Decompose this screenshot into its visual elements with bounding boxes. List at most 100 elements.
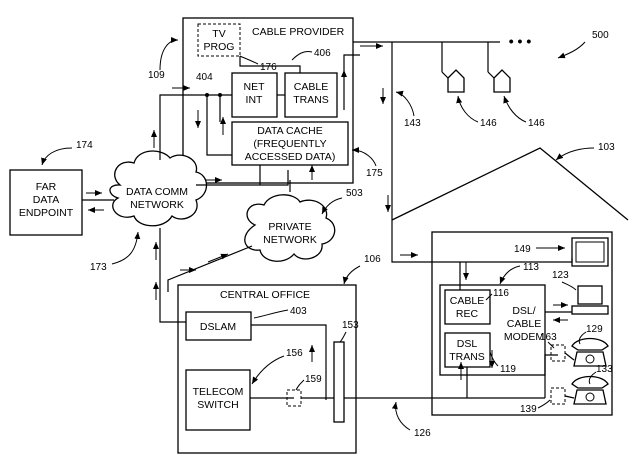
data-comm-cloud bbox=[109, 150, 208, 227]
data-cache-box bbox=[231, 121, 349, 166]
dslam-label: DSLAM bbox=[200, 321, 236, 333]
dsl-trans-label-2: TRANS bbox=[449, 351, 485, 363]
ref-406: 406 bbox=[314, 48, 331, 59]
phone-handset-icon bbox=[571, 375, 609, 389]
computer-keyboard-icon bbox=[571, 305, 609, 315]
ref-163: 163 bbox=[540, 332, 557, 343]
reference-numerals: 500 109 176 406 404 174 173 175 143 146 … bbox=[41, 30, 615, 439]
private-network: PRIVATE NETWORK bbox=[244, 194, 336, 262]
ref-123: 123 bbox=[552, 270, 569, 281]
ref-146a: 146 bbox=[480, 118, 497, 129]
leader-129 bbox=[578, 331, 587, 345]
ref-174: 174 bbox=[76, 140, 93, 151]
phone-branch-line bbox=[544, 354, 558, 398]
cable-provider-box bbox=[182, 17, 354, 184]
leader-146a bbox=[456, 95, 479, 123]
ref-159: 159 bbox=[305, 374, 322, 385]
ref-109: 109 bbox=[148, 70, 165, 81]
phone-133-cord bbox=[564, 395, 575, 399]
phone-129 bbox=[571, 337, 609, 367]
tv-prog-label-1: TV bbox=[212, 28, 225, 40]
leader-175 bbox=[351, 147, 377, 167]
arrow-right bbox=[207, 253, 229, 263]
ref-149: 149 bbox=[514, 244, 531, 255]
telecom-label-1: TELECOM bbox=[193, 386, 244, 398]
dsl-trans-label-1: DSL bbox=[457, 338, 478, 350]
net-int-label-2: INT bbox=[246, 94, 264, 106]
central-office-title: CENTRAL OFFICE bbox=[220, 289, 310, 301]
modem-label-2: CABLE bbox=[507, 318, 541, 330]
ref-113: 113 bbox=[523, 262, 539, 273]
leader-159 bbox=[295, 379, 305, 391]
leader-406 bbox=[291, 51, 313, 61]
data-comm-network: DATA COMM NETWORK bbox=[109, 150, 208, 227]
far-endpoint-label-3: ENDPOINT bbox=[19, 207, 74, 219]
phone-dial-icon bbox=[585, 354, 595, 364]
net-to-cache-link bbox=[196, 165, 289, 186]
phone-dial-icon bbox=[585, 392, 595, 402]
private-label-1: PRIVATE bbox=[268, 221, 311, 233]
modem-box bbox=[439, 284, 546, 376]
leader-109 bbox=[159, 37, 179, 71]
leader-503 bbox=[321, 197, 343, 215]
ref-175: 175 bbox=[366, 168, 383, 179]
ref-503: 503 bbox=[346, 188, 363, 199]
computer-monitor-icon bbox=[577, 285, 603, 305]
ref-404: 404 bbox=[196, 72, 213, 83]
tv-prog-label-2: PROG bbox=[204, 41, 235, 53]
leader-156 bbox=[251, 355, 285, 385]
home-roof bbox=[391, 147, 629, 221]
cable-drop-line bbox=[391, 42, 432, 263]
dslam-to-splitter-line bbox=[251, 324, 327, 400]
ref-146b: 146 bbox=[528, 118, 545, 129]
cable-feed-line bbox=[432, 261, 461, 290]
phone-icon bbox=[573, 389, 607, 405]
private-label-2: NETWORK bbox=[263, 234, 317, 246]
tv-screen bbox=[575, 241, 605, 263]
leader-133 bbox=[588, 371, 597, 385]
ref-116: 116 bbox=[493, 288, 509, 299]
ref-143: 143 bbox=[404, 118, 421, 129]
cable-rec-box bbox=[444, 289, 491, 325]
net-int-label-1: NET bbox=[244, 81, 266, 93]
cabletrans-out-line bbox=[343, 54, 360, 110]
ref-153: 153 bbox=[342, 320, 359, 331]
far-data-endpoint-box bbox=[9, 169, 83, 236]
splitter-153 bbox=[333, 341, 345, 423]
continuation-ellipsis: • • • bbox=[509, 33, 532, 49]
data-comm-label-1: DATA COMM bbox=[126, 186, 188, 198]
data-comm-label-2: NETWORK bbox=[130, 199, 184, 211]
leader-116 bbox=[485, 293, 493, 301]
leader-173 bbox=[111, 231, 141, 265]
home: DSL/ CABLE MODEM CABLE REC DSL TRANS bbox=[391, 147, 629, 416]
telecom-switch-box bbox=[185, 369, 251, 431]
house-feed-line bbox=[441, 71, 449, 79]
net-to-netint-link bbox=[159, 94, 207, 160]
cable-rec-label-1: CABLE bbox=[450, 295, 484, 307]
data-cache-label-2: (FREQUENTLY bbox=[253, 138, 326, 150]
data-cache-label-3: ACCESSED DATA) bbox=[245, 151, 336, 163]
leader-119 bbox=[489, 351, 499, 367]
ref-133: 133 bbox=[596, 364, 613, 375]
ref-156: 156 bbox=[286, 348, 303, 359]
ref-119: 119 bbox=[500, 364, 516, 375]
far-endpoint-label-2: DATA bbox=[33, 194, 59, 206]
tvprog-to-cabletrans-line bbox=[239, 56, 301, 73]
neighbor-house-1 bbox=[441, 42, 465, 93]
leader-153 bbox=[339, 331, 347, 343]
leader-123 bbox=[561, 281, 577, 291]
cable-provider: CABLE PROVIDER TV PROG NET INT CABLE TRA… bbox=[182, 17, 360, 184]
central-office-box bbox=[177, 284, 357, 454]
leader-143 bbox=[395, 90, 415, 117]
phone-133 bbox=[571, 375, 609, 405]
ref-126: 126 bbox=[414, 428, 431, 439]
leader-174 bbox=[41, 147, 73, 166]
phone-icon bbox=[573, 351, 607, 367]
ref-139: 139 bbox=[520, 404, 537, 415]
ref-173: 173 bbox=[90, 262, 107, 273]
tv-prog-box bbox=[197, 23, 241, 57]
leader-103 bbox=[555, 147, 595, 161]
tv-icon bbox=[571, 237, 609, 267]
leader-500 bbox=[557, 41, 586, 59]
